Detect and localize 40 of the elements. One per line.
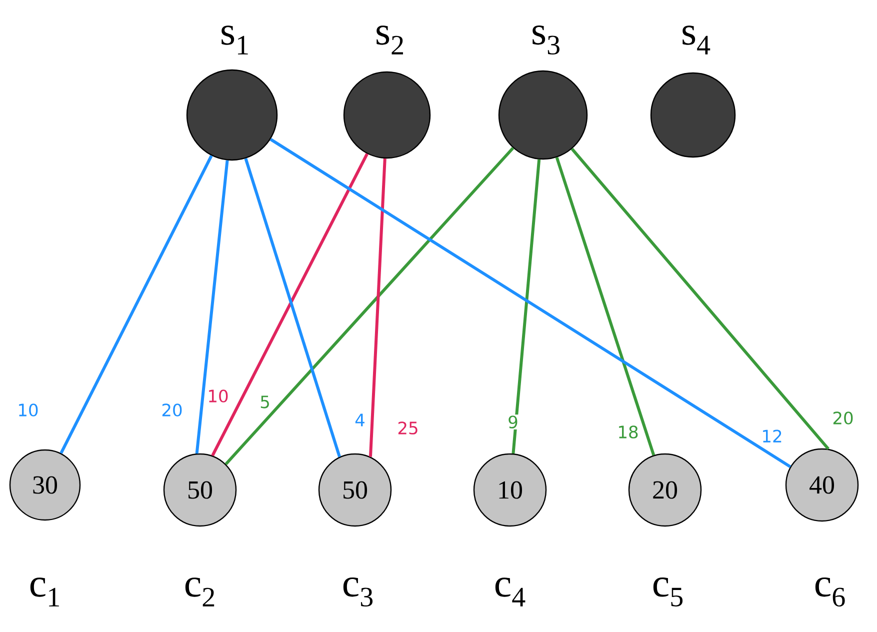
edge	[244, 158, 341, 458]
edge	[512, 159, 541, 454]
circle-node: 20	[628, 453, 702, 527]
circle-node	[343, 71, 431, 159]
edge	[570, 148, 830, 450]
edge-label: 9	[506, 414, 520, 430]
node-label: c$_{2}$	[185, 578, 214, 606]
circle-node: 10	[473, 453, 547, 527]
edge-label: 20	[831, 410, 855, 426]
circle-node: 50	[163, 453, 237, 527]
edge	[195, 160, 229, 454]
node-label: c$_{5}$	[653, 578, 683, 606]
edge	[270, 138, 792, 468]
circle-node	[650, 72, 736, 158]
edge	[211, 153, 368, 456]
edge-label: 10	[16, 402, 40, 418]
node-label: s$_{1}$	[222, 26, 248, 54]
node-label: c$_{6}$	[815, 577, 845, 607]
circle-node	[498, 70, 588, 160]
edge-label: 10	[206, 388, 230, 404]
edge-label: 12	[760, 428, 784, 444]
circle-node: 50	[318, 453, 392, 527]
edge-label: 20	[160, 402, 184, 418]
edge-label: 18	[616, 424, 640, 440]
circle-node	[186, 69, 278, 161]
edge-label: 5	[258, 394, 272, 410]
node-label: c$_{4}$	[495, 578, 526, 606]
edge-label: 25	[396, 420, 420, 436]
edge	[60, 155, 213, 454]
node-label: s$_{4}$	[682, 26, 710, 54]
edge	[555, 156, 656, 456]
circle-node: 30	[9, 449, 81, 521]
node-label: s$_{3}$	[532, 25, 560, 55]
edge	[368, 158, 386, 457]
node-label: s$_{2}$	[376, 26, 403, 54]
node-label: c$_{1}$	[30, 578, 59, 606]
node-label: c$_{3}$	[343, 577, 373, 607]
edge	[224, 147, 514, 466]
circle-node: 40	[785, 448, 859, 522]
edge-label: 4	[354, 412, 366, 428]
